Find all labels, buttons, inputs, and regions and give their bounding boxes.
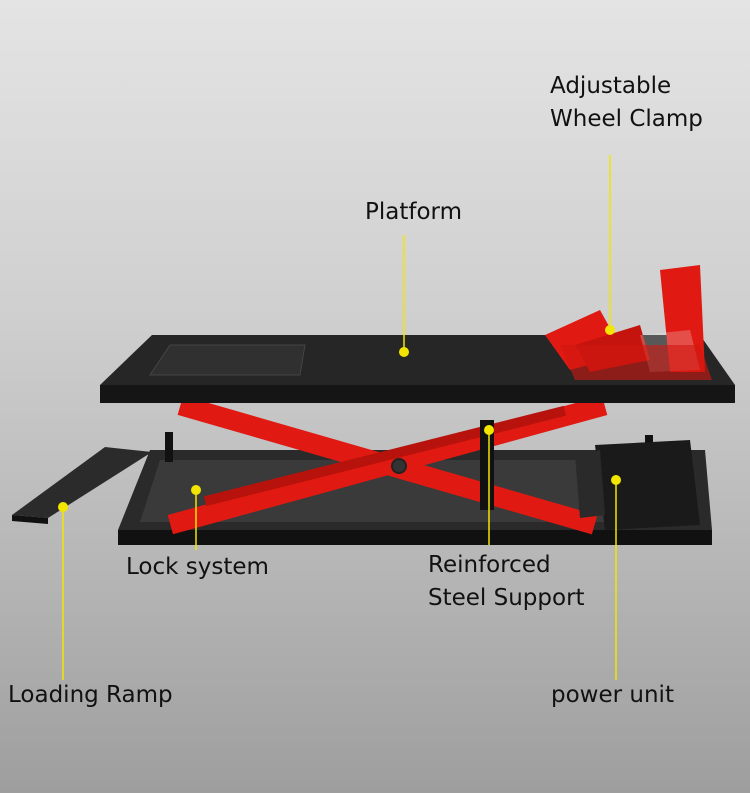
callout-lines [62,155,617,680]
callout-wheel-clamp: Adjustable Wheel Clamp [550,70,703,136]
wheel-clamp-shape [545,265,712,380]
callout-text: Adjustable [550,73,672,99]
scissor-support [167,395,608,535]
base-frame [118,432,712,545]
power-unit-box [575,440,700,530]
callout-dots [58,325,621,512]
callout-text: Reinforced [428,552,551,578]
callout-loading-ramp: Loading Ramp [8,682,173,708]
callout-power-unit: power unit [551,682,674,708]
callout-steel-support: Reinforced Steel Support [428,549,585,615]
callout-text: Wheel Clamp [550,106,703,132]
loading-ramp-shape [12,447,152,524]
hydraulic-cylinder [480,420,494,510]
callout-lock-system: Lock system [126,554,269,580]
callout-platform: Platform [365,199,462,225]
callout-text: Steel Support [428,585,585,611]
